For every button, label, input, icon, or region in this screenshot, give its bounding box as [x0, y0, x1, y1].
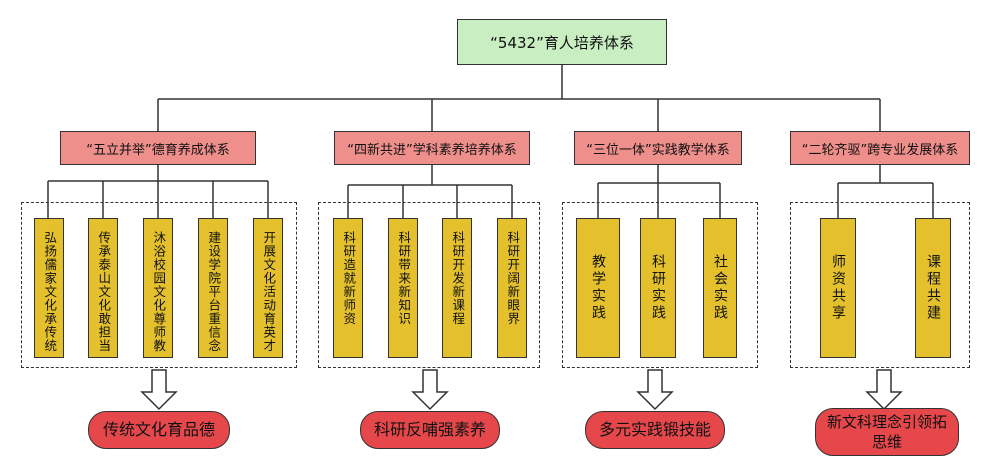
down-arrow-4: [865, 369, 903, 411]
items-group-practice: [562, 202, 758, 368]
item-box: 师资共享: [820, 218, 856, 358]
item-box: 沐浴校园文化尊师教: [143, 218, 173, 358]
result-label: 传统文化育品德: [102, 420, 215, 439]
category-label: “五立并举”德育养成体系: [86, 142, 230, 158]
category-box-discipline: “四新共进”学科素养培养体系: [334, 131, 530, 165]
item-box: 传承泰山文化敢担当: [88, 218, 118, 358]
item-box: 社会实践: [703, 218, 737, 358]
result-pill-practice: 多元实践锻技能: [585, 411, 725, 449]
item-label: 科研带来新知识: [396, 231, 412, 326]
item-label: 师资共享: [830, 254, 846, 322]
item-box: 建设学院平台重信念: [198, 218, 228, 358]
category-box-practice: “三位一体”实践教学体系: [574, 131, 742, 165]
item-box: 科研实践: [640, 218, 676, 358]
items-group-discipline: [318, 202, 540, 368]
down-arrow-2: [411, 369, 449, 411]
result-label: 科研反哺强素养: [373, 420, 486, 439]
item-box: 弘扬儒家文化承传统: [34, 218, 64, 358]
item-box: 科研开发新课程: [442, 218, 472, 358]
item-label: 建设学院平台重信念: [206, 231, 222, 353]
item-label: 科研开阔新眼界: [505, 231, 521, 326]
item-box: 科研带来新知识: [388, 218, 418, 358]
item-box: 课程共建: [915, 218, 951, 358]
result-pill-crossdiscipline: 新文科理念引领拓思维: [815, 408, 959, 456]
item-label: 开展文化活动育英才: [261, 231, 277, 353]
item-box: 科研开阔新眼界: [497, 218, 527, 358]
result-pill-discipline: 科研反哺强素养: [360, 411, 500, 449]
item-label: 传承泰山文化敢担当: [96, 231, 112, 353]
item-label: 教学实践: [590, 254, 606, 322]
item-label: 科研实践: [650, 254, 666, 322]
item-box: 开展文化活动育英才: [253, 218, 283, 358]
category-label: “三位一体”实践教学体系: [586, 142, 730, 158]
result-label: 新文科理念引领拓思维: [826, 413, 947, 451]
category-box-moral: “五立并举”德育养成体系: [60, 131, 256, 165]
category-label: “四新共进”学科素养培养体系: [347, 142, 517, 158]
root-label: “5432”育人培养体系: [490, 33, 634, 52]
item-label: 课程共建: [925, 254, 941, 322]
root-box: “5432”育人培养体系: [457, 19, 667, 65]
category-label: “二轮齐驱”跨专业发展体系: [801, 142, 959, 158]
down-arrow-3: [636, 369, 674, 411]
item-label: 弘扬儒家文化承传统: [42, 231, 58, 353]
item-label: 沐浴校园文化尊师教: [151, 231, 167, 353]
item-box: 教学实践: [576, 218, 620, 358]
result-pill-moral: 传统文化育品德: [88, 411, 230, 449]
item-label: 社会实践: [712, 254, 728, 322]
item-label: 科研造就新师资: [341, 231, 357, 326]
item-box: 科研造就新师资: [333, 218, 363, 358]
items-group-moral: [21, 202, 297, 368]
items-group-crossdiscipline: [790, 202, 970, 368]
item-label: 科研开发新课程: [450, 231, 466, 326]
category-box-crossdiscipline: “二轮齐驱”跨专业发展体系: [790, 131, 970, 165]
result-label: 多元实践锻技能: [598, 420, 711, 439]
down-arrow-1: [140, 369, 178, 411]
